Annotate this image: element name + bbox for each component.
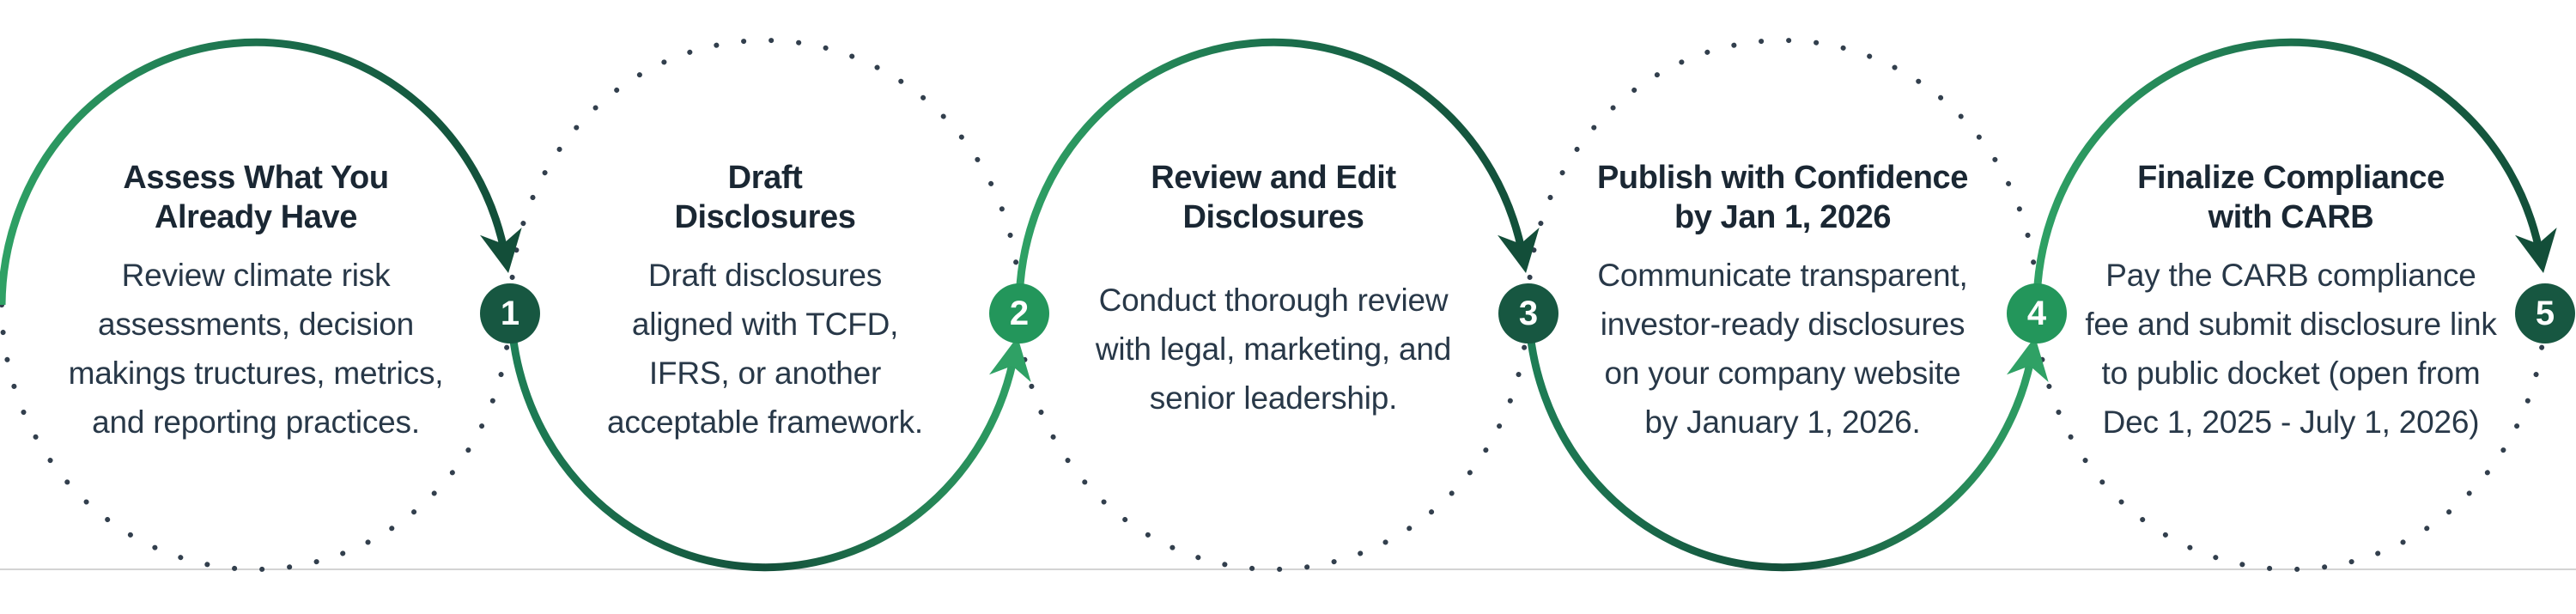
step-1-arc-solid-arrow: [0, 38, 522, 306]
step-2-number-badge: 2: [989, 283, 1049, 343]
step-4-body-line-3: on your company website: [1604, 356, 1961, 391]
step-1-body-line-1: Review climate risk: [121, 258, 391, 293]
step-1-title-line-1: Assess What You: [123, 160, 389, 196]
step-2-body-line-1: Draft disclosures: [647, 258, 883, 293]
step-4-body-line-4: by January 1, 2026.: [1644, 404, 1921, 440]
step-4-number-badge: 4: [2007, 283, 2067, 343]
step-4-arc-solid-arrow: [1524, 304, 2049, 572]
step-3-body-line-1: Conduct thorough review: [1098, 282, 1449, 318]
step-2-body-line-2: aligned with TCFD,: [631, 307, 899, 342]
step-1-title: Assess What You Already Have: [0, 158, 513, 237]
step-2-body-line-4: acceptable framework.: [606, 404, 924, 440]
step-2: Draft Disclosures Draft disclosures alig…: [507, 0, 1023, 614]
step-4-body-line-2: investor-ready disclosures: [1600, 307, 1965, 342]
step-5-description: Pay the CARB compliance fee and submit d…: [2033, 249, 2549, 448]
step-1-title-line-2: Already Have: [154, 199, 357, 235]
step-3-body-line-2: with legal, marketing, and: [1095, 331, 1452, 367]
step-5-title-line-1: Finalize Compliance: [2137, 160, 2445, 196]
step-3-title: Review and Edit Disclosures: [1016, 158, 1531, 237]
step-1-body-line-2: assessments, decision: [97, 307, 415, 342]
step-4-title-line-1: Publish with Confidence: [1596, 160, 1969, 196]
step-3-title-line-1: Review and Edit: [1151, 160, 1396, 196]
step-2-title-line-1: Draft: [727, 160, 803, 196]
step-2-body-line-3: IFRS, or another: [648, 356, 882, 391]
step-5-title-line-2: with CARB: [2208, 199, 2374, 235]
step-5-body-line-1: Pay the CARB compliance: [2105, 258, 2476, 293]
step-5-body-line-4: Dec 1, 2025 - July 1, 2026): [2102, 404, 2480, 440]
step-2-description: Draft disclosures aligned with TCFD, IFR…: [507, 249, 1023, 448]
step-5-body-line-3: to public docket (open from: [2101, 356, 2481, 391]
step-2-title-line-2: Disclosures: [674, 199, 856, 235]
step-3-number-badge: 3: [1498, 283, 1558, 343]
step-5-arc-solid-arrow: [2032, 38, 2557, 306]
step-1: Assess What You Already Have Review clim…: [0, 0, 513, 614]
step-3: Review and Edit Disclosures Conduct thor…: [1016, 0, 1531, 614]
step-3-title-line-2: Disclosures: [1182, 199, 1364, 235]
step-4-title-line-2: by Jan 1, 2026: [1674, 199, 1892, 235]
step-5-body-line-2: fee and submit disclosure link: [2085, 307, 2497, 342]
step-4: Publish with Confidence by Jan 1, 2026 C…: [1525, 0, 2040, 614]
step-5: Finalize Compliance with CARB Pay the CA…: [2033, 0, 2549, 614]
step-3-description: Conduct thorough review with legal, mark…: [1016, 249, 1531, 448]
step-2-title: Draft Disclosures: [507, 158, 1023, 237]
step-1-body-line-3: makings tructures, metrics,: [68, 356, 444, 391]
step-5-title: Finalize Compliance with CARB: [2033, 158, 2549, 237]
step-4-body-line-1: Communicate transparent,: [1597, 258, 1968, 293]
step-3-body-line-3: senior leadership.: [1149, 380, 1398, 416]
step-4-title: Publish with Confidence by Jan 1, 2026: [1525, 158, 2040, 237]
step-3-arc-solid-arrow: [1015, 38, 1540, 306]
step-2-arc-solid-arrow: [507, 304, 1031, 572]
step-4-description: Communicate transparent, investor-ready …: [1525, 249, 2040, 448]
step-5-number-badge: 5: [2515, 283, 2575, 343]
step-1-body-line-4: and reporting practices.: [92, 404, 420, 440]
step-1-number-badge: 1: [480, 283, 540, 343]
step-1-description: Review climate risk assessments, decisio…: [0, 249, 513, 448]
